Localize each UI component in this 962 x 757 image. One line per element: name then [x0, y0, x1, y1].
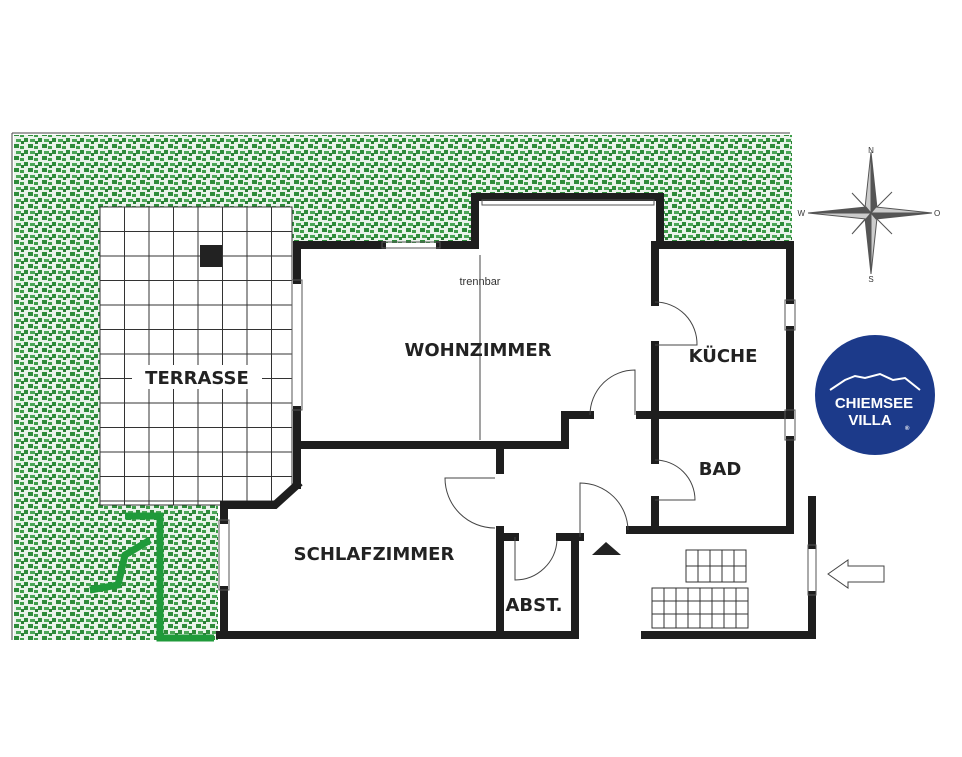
label-bath: BAD	[699, 459, 742, 480]
label-bedroom: SCHLAFZIMMER	[294, 544, 455, 565]
label-kitchen: KÜCHE	[689, 345, 758, 367]
label-living-room: WOHNZIMMER	[404, 340, 551, 361]
logo-registered: ®	[905, 425, 910, 432]
apartment-floor	[220, 197, 810, 635]
label-divider-note: trennbar	[460, 276, 501, 288]
entrance-arrow-icon	[827, 559, 885, 589]
logo-line1: CHIEMSEE	[835, 395, 913, 412]
terrace-tiles	[99, 206, 293, 506]
doors	[444, 301, 698, 581]
walls	[216, 193, 816, 639]
compass-south: S	[868, 275, 873, 284]
label-storage: ABST.	[506, 595, 563, 616]
garden-path	[89, 512, 214, 642]
compass-east: O	[934, 209, 940, 218]
entrance-marker-icon	[592, 542, 621, 555]
garden-hedge	[14, 135, 792, 640]
compass-north: N	[868, 146, 874, 155]
compass-west: W	[797, 209, 805, 218]
logo-line2: VILLA	[848, 412, 891, 429]
plot-boundary	[11, 132, 790, 640]
compass-rose-icon: N W O S	[797, 146, 940, 284]
stairs	[651, 549, 749, 629]
label-terrace: TERRASSE	[145, 368, 249, 389]
windows	[218, 199, 817, 596]
chiemsee-villa-logo: CHIEMSEE VILLA ®	[815, 335, 935, 455]
terrace-planter	[200, 245, 222, 267]
